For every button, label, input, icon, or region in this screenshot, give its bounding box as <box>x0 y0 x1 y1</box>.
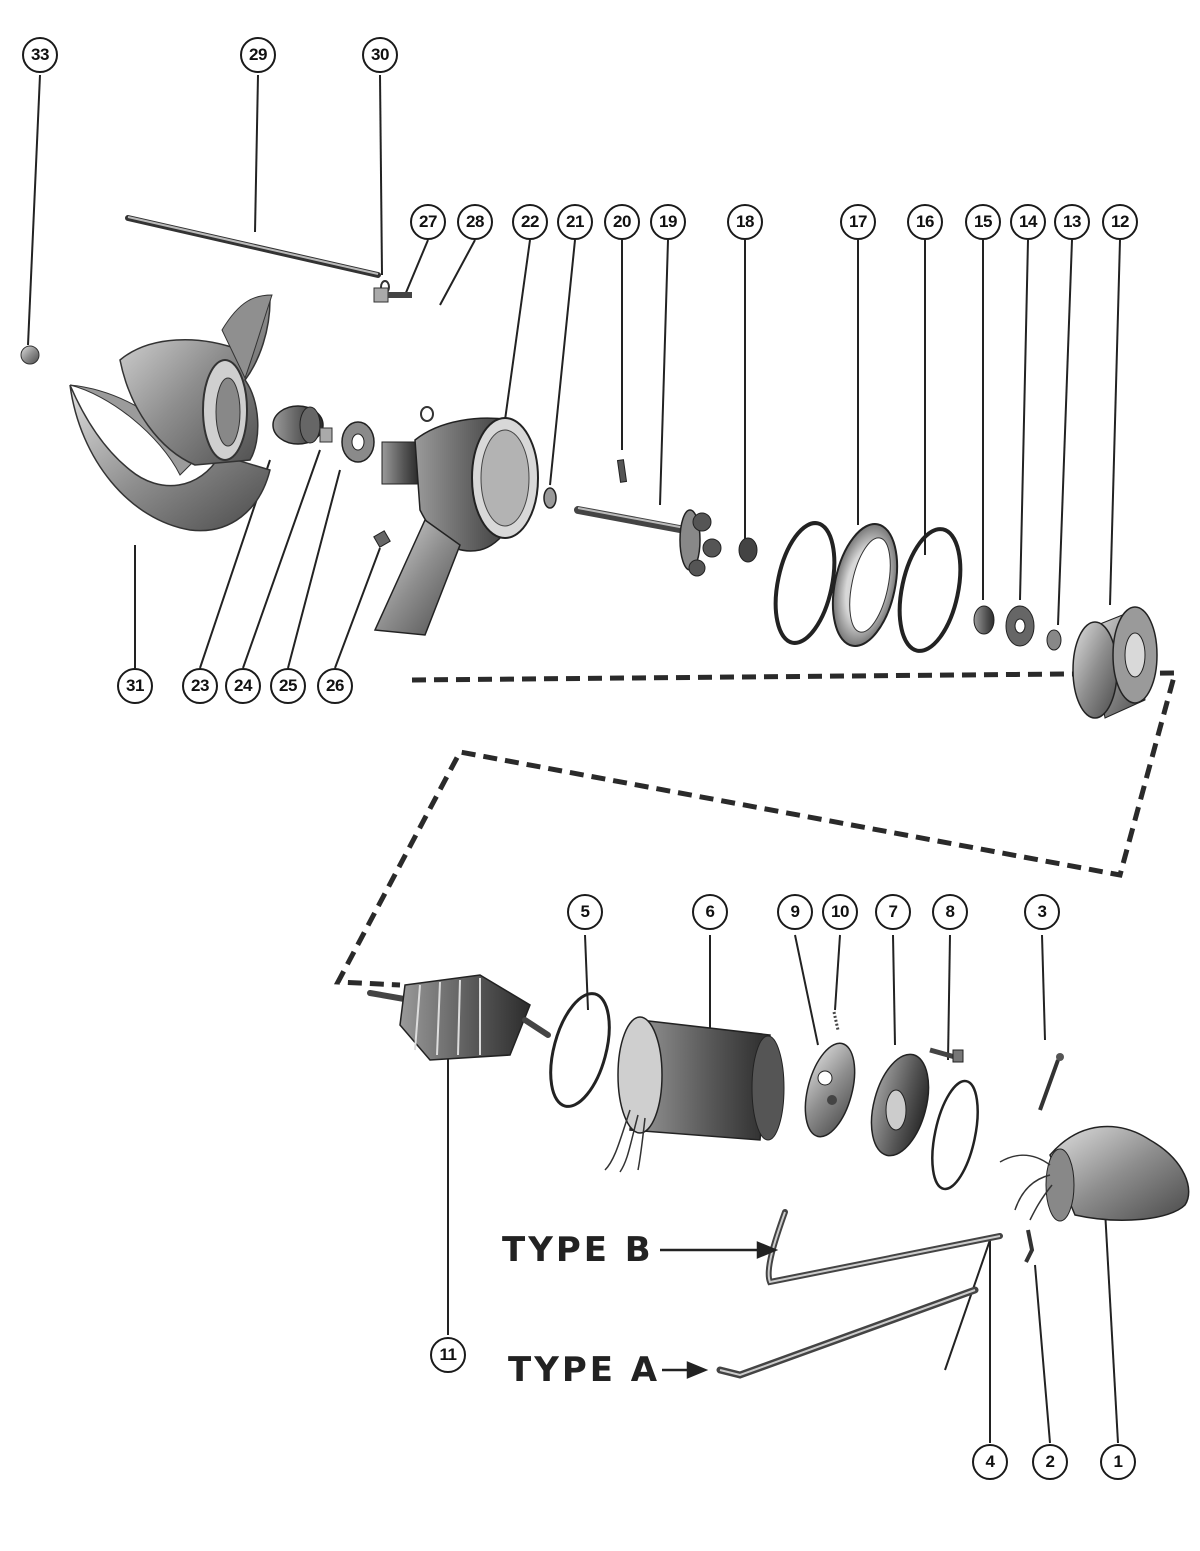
o-ring-5 <box>549 992 611 1108</box>
callout-20: 20 <box>604 204 640 240</box>
screw-8 <box>929 1047 964 1063</box>
type-a-label: TYPE A <box>508 1350 661 1390</box>
end-cap-12 <box>1072 606 1158 719</box>
callout-5: 5 <box>567 894 603 930</box>
callout-18: 18 <box>727 204 763 240</box>
screw-26 <box>373 530 391 548</box>
type-arrows <box>660 1241 779 1379</box>
thrust-washer-25 <box>341 421 375 463</box>
callout-25: 25 <box>270 668 306 704</box>
planet-carrier-shaft-19 <box>574 506 722 577</box>
leader-lines <box>27 74 1121 1444</box>
o-ring <box>931 1079 979 1191</box>
callout-30: 30 <box>362 37 398 73</box>
bearing-15 <box>973 605 995 635</box>
callout-31: 31 <box>117 668 153 704</box>
callout-10: 10 <box>822 894 858 930</box>
callout-2: 2 <box>1032 1444 1068 1480</box>
sun-gear-18 <box>738 537 758 563</box>
nut-24 <box>319 427 333 443</box>
callout-24: 24 <box>225 668 261 704</box>
motor-frame-6 <box>604 1016 785 1173</box>
bushing-23 <box>272 405 324 445</box>
brush-plate-9 <box>804 1042 856 1138</box>
cable-type-a <box>716 1286 979 1379</box>
washer-13 <box>1046 629 1062 651</box>
bolt-27 <box>373 287 412 303</box>
callout-3: 3 <box>1024 894 1060 930</box>
type-b-label: TYPE B <box>502 1230 654 1270</box>
callout-28: 28 <box>457 204 493 240</box>
callout-4: 4 <box>972 1444 1008 1480</box>
clip-2 <box>1024 1229 1035 1263</box>
pin-20 <box>616 459 628 483</box>
callout-27: 27 <box>410 204 446 240</box>
gasket <box>773 521 837 645</box>
callout-11: 11 <box>430 1337 466 1373</box>
nose-cone-1 <box>999 1125 1190 1222</box>
propeller-31 <box>69 294 273 532</box>
callout-7: 7 <box>875 894 911 930</box>
callout-9: 9 <box>777 894 813 930</box>
callout-12: 12 <box>1102 204 1138 240</box>
callout-23: 23 <box>182 668 218 704</box>
callout-26: 26 <box>317 668 353 704</box>
callout-14: 14 <box>1010 204 1046 240</box>
ring-gear-17 <box>831 523 899 647</box>
callout-21: 21 <box>557 204 593 240</box>
brush-spring-10 <box>832 1011 840 1031</box>
callout-22: 22 <box>512 204 548 240</box>
gear-housing-22 <box>373 417 539 636</box>
armature-11 <box>367 974 551 1061</box>
nut-33 <box>20 345 40 365</box>
cable-type-b <box>765 1209 1003 1286</box>
callout-8: 8 <box>932 894 968 930</box>
callout-1: 1 <box>1100 1444 1136 1480</box>
washer-21 <box>543 487 557 509</box>
callout-15: 15 <box>965 204 1001 240</box>
assembly-boundary-dashed <box>333 670 1179 988</box>
callout-6: 6 <box>692 894 728 930</box>
gasket-16 <box>897 527 963 653</box>
end-frame-7 <box>870 1053 930 1157</box>
callout-29: 29 <box>240 37 276 73</box>
callout-13: 13 <box>1054 204 1090 240</box>
gear-14 <box>1005 605 1035 647</box>
callout-16: 16 <box>907 204 943 240</box>
callout-17: 17 <box>840 204 876 240</box>
callout-19: 19 <box>650 204 686 240</box>
callout-33: 33 <box>22 37 58 73</box>
lock-washer-28 <box>420 406 434 422</box>
screw-3 <box>1038 1053 1064 1111</box>
